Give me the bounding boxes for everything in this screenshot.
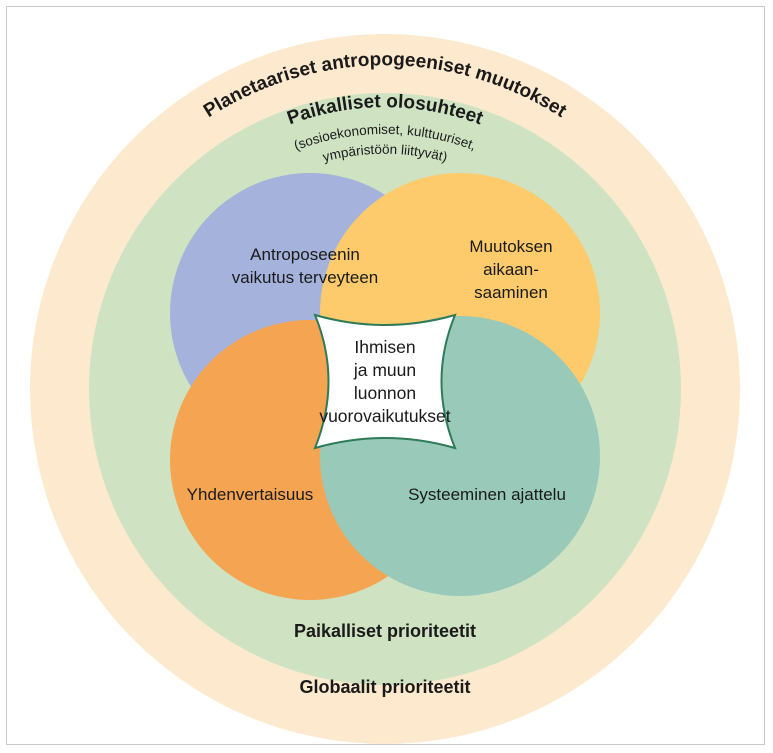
outer-ring-bottom-label: Globaalit prioriteetit bbox=[299, 677, 470, 697]
center-label-4: vuorovaikutukset bbox=[319, 406, 450, 426]
bottom-right-label: Systeeminen ajattelu bbox=[408, 485, 566, 504]
top-left-label-1: Antroposeenin bbox=[250, 245, 360, 264]
top-right-label-3: saaminen bbox=[474, 283, 548, 302]
top-right-label-2: aikaan- bbox=[483, 260, 539, 279]
top-left-label-2: vaikutus terveyteen bbox=[232, 268, 378, 287]
center-label-3: luonnon bbox=[354, 383, 416, 403]
center-label-2: ja muun bbox=[353, 360, 416, 380]
top-right-label-1: Muutoksen bbox=[469, 237, 552, 256]
bottom-left-label: Yhdenvertaisuus bbox=[187, 485, 314, 504]
middle-ring-bottom-label: Paikalliset prioriteetit bbox=[294, 621, 476, 641]
center-label-1: Ihmisen bbox=[354, 337, 415, 357]
center-shape bbox=[313, 313, 457, 450]
